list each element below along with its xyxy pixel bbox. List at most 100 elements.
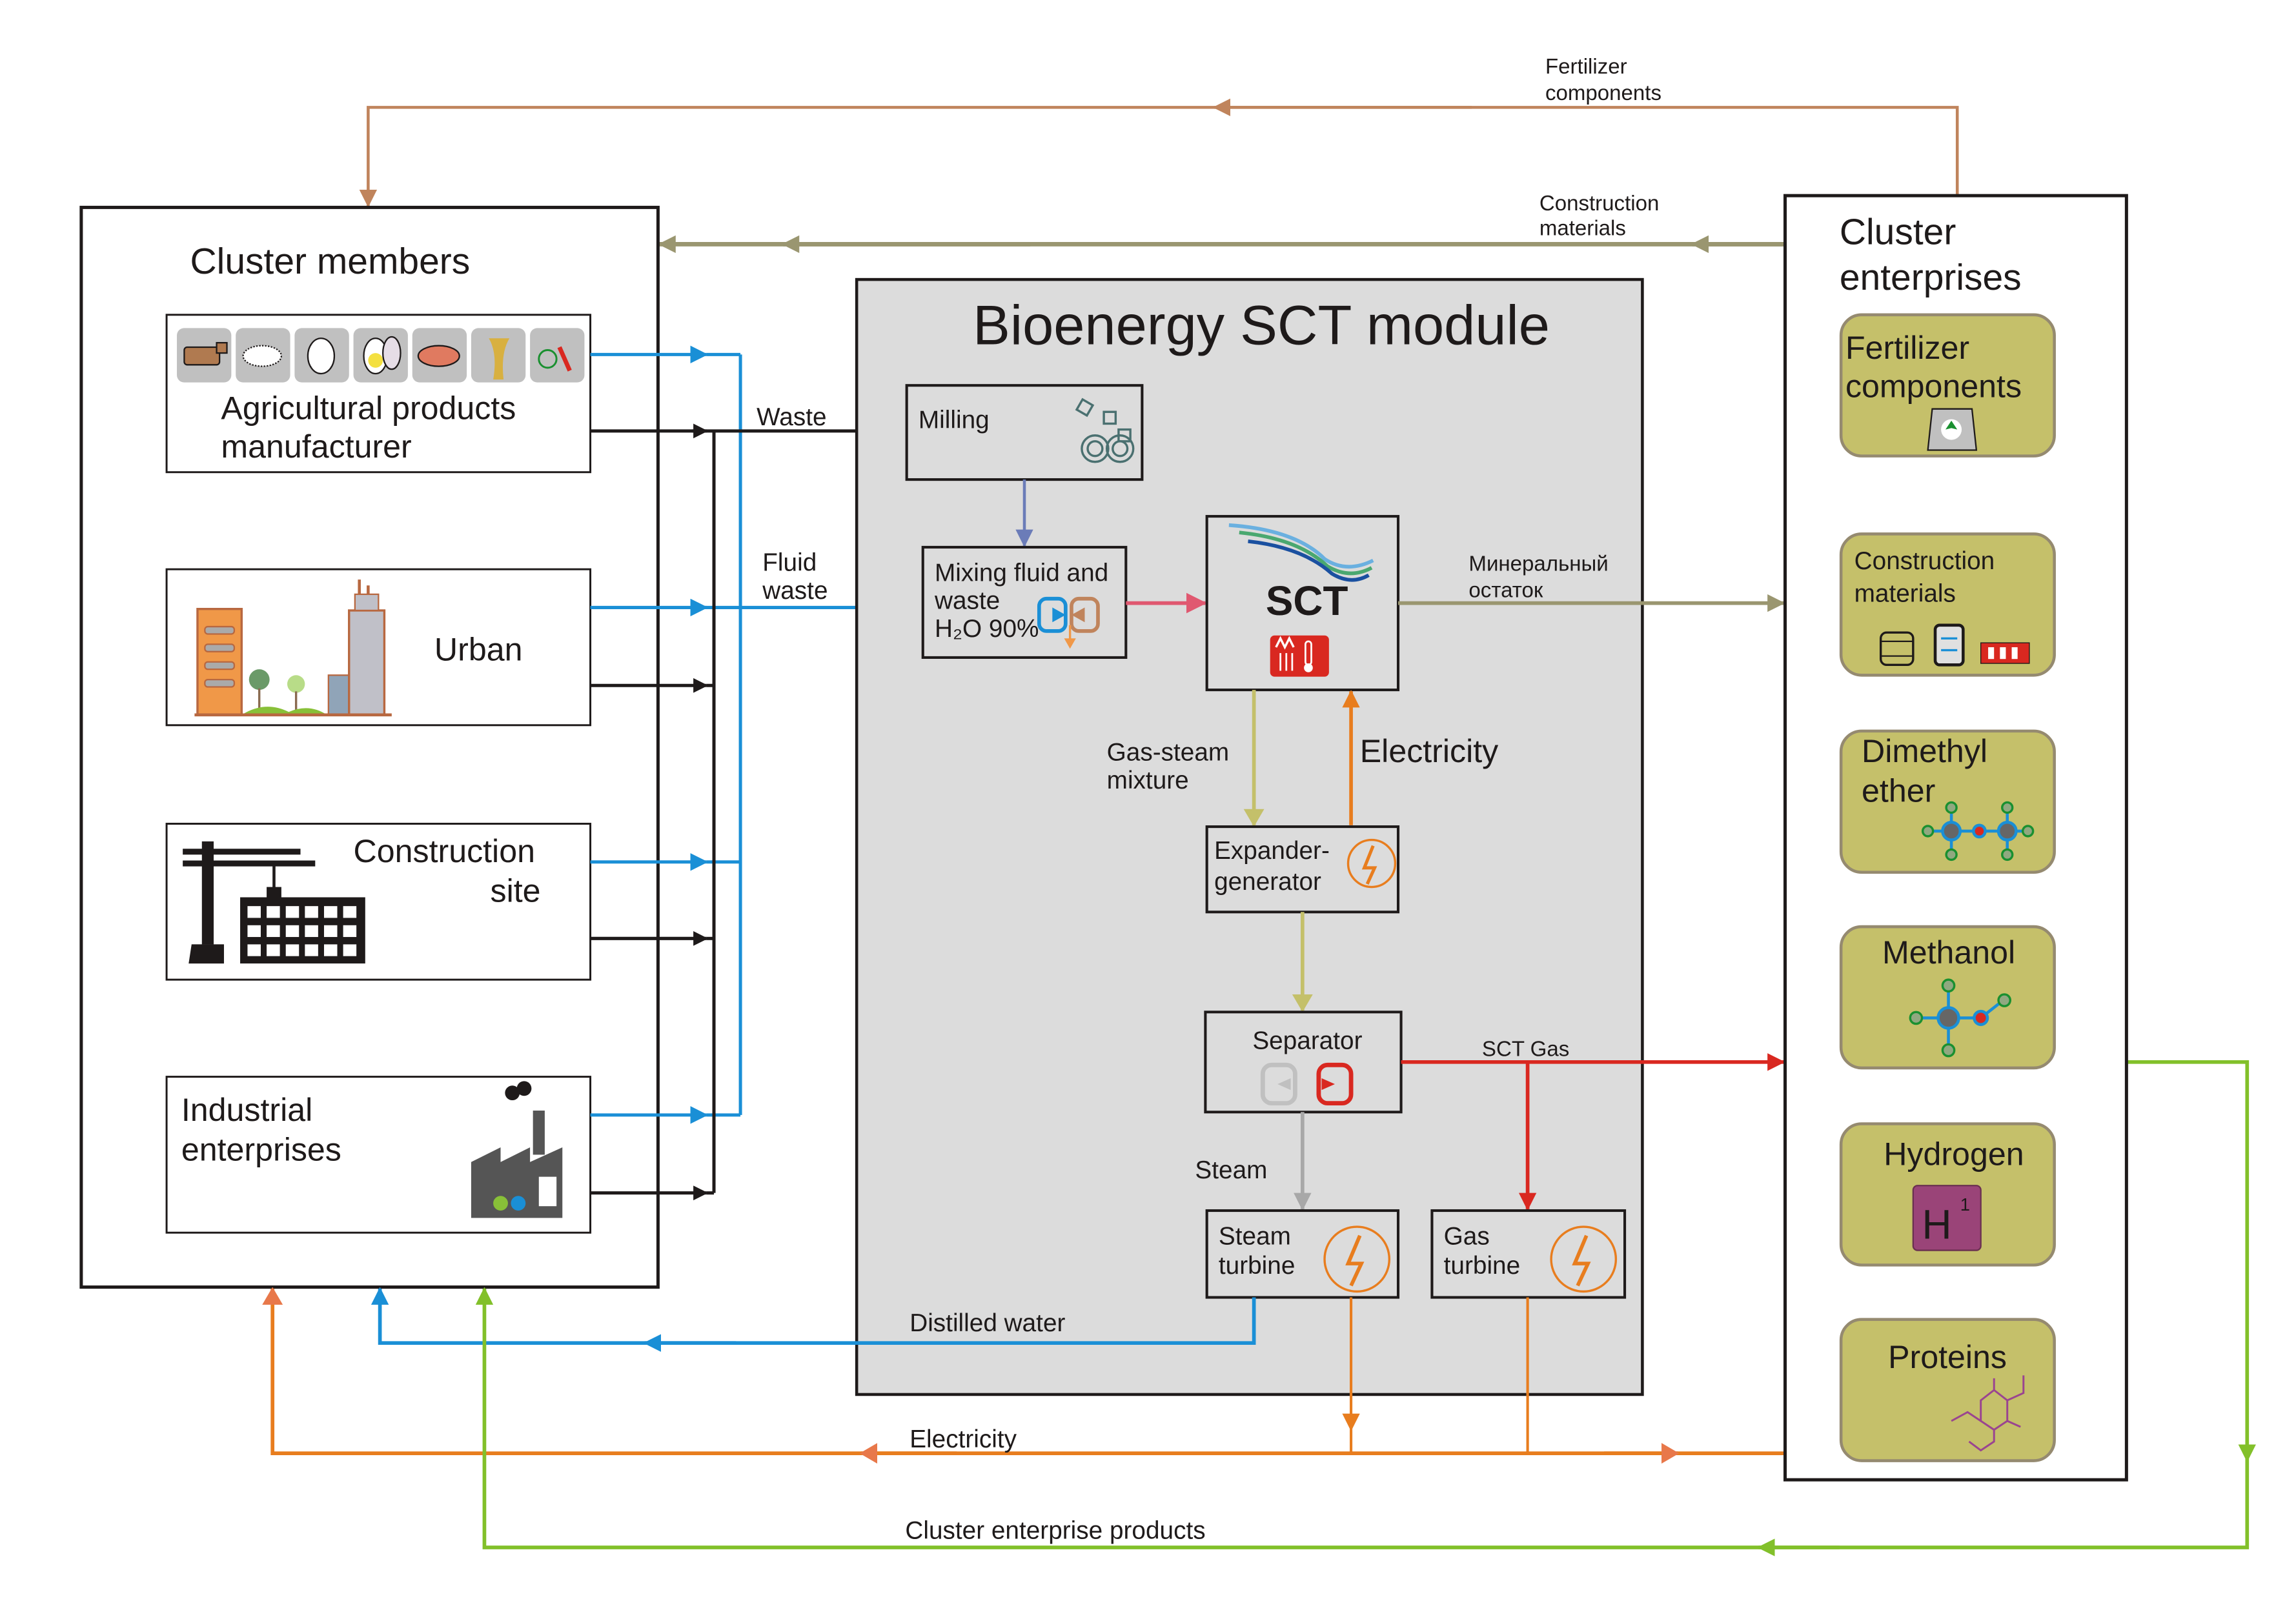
member-agricultural[interactable]: Agricultural products manufacturer — [165, 314, 592, 474]
waste-flow-label: Waste — [757, 403, 826, 431]
hydrogen-element-icon: H 1 — [1912, 1185, 1982, 1251]
module-title: Bioenergy SCT module — [973, 294, 1550, 356]
construction-materials-icon — [1879, 623, 2030, 667]
waste-collector — [590, 423, 906, 1201]
gas-steam-label-1: Gas-steam — [1107, 738, 1230, 766]
enterprise-proteins[interactable]: Proteins — [1839, 1318, 2056, 1462]
factory-icon — [471, 1081, 563, 1218]
steam-flow: Steam — [1195, 1112, 1312, 1211]
fertilizer-label-2: components — [1845, 368, 2022, 404]
steam-label: Steam — [1195, 1156, 1267, 1184]
gas-steam-label-2: mixture — [1107, 767, 1189, 794]
industrial-label-2: enterprises — [181, 1132, 341, 1168]
construction-materials-flow: Construction materials — [658, 192, 1785, 254]
urban-label: Urban — [434, 631, 523, 667]
cluster-members-panel: Cluster members Agricultural products ma… — [79, 205, 660, 1289]
protein-structure-icon — [1951, 1375, 2025, 1452]
lightning-icon — [1550, 1225, 1618, 1293]
steam-turbine-label-2: turbine — [1219, 1252, 1295, 1280]
fertilizer-bag-icon — [1927, 408, 1978, 451]
enterprise-hydrogen[interactable]: Hydrogen H 1 — [1839, 1122, 2056, 1267]
dimethyl-ether-label-2: ether — [1862, 772, 1935, 809]
fertilizer-components-flow: Fertilizer components — [359, 55, 1959, 208]
hydrogen-symbol: H — [1922, 1201, 1952, 1247]
sct-label: SCT — [1266, 578, 1348, 624]
electricity-bottom-label: Electricity — [909, 1425, 1017, 1453]
cluster-enterprises-title-1: Cluster — [1840, 211, 1956, 252]
expander-label-1: Expander- — [1214, 837, 1330, 865]
enterprise-construction-materials[interactable]: Construction materials — [1839, 532, 2056, 677]
separator-unit[interactable]: Separator — [1204, 1011, 1403, 1114]
dimethyl-ether-label-1: Dimethyl — [1862, 733, 1987, 769]
mixing-unit[interactable]: Mixing fluid and waste H₂O 90% — [921, 545, 1128, 659]
bioenergy-sct-module: Bioenergy SCT module Milling Mixing flui… — [855, 277, 1785, 1396]
gas-turbine-label-1: Gas — [1444, 1222, 1490, 1250]
mixing-label-1: Mixing fluid and — [935, 559, 1108, 587]
industrial-label-1: Industrial — [181, 1092, 312, 1128]
distilled-water-flow: Distilled water — [371, 1287, 1256, 1352]
mineral-label-1: Минеральный — [1468, 552, 1608, 576]
expander-generator-unit[interactable]: Expander- generator — [1205, 825, 1400, 914]
construction-materials-label-1: Construction — [1854, 547, 1995, 575]
mineral-residue-flow: Минеральный остаток — [1398, 552, 1785, 612]
wheat-icon — [471, 328, 526, 383]
hydrogen-number: 1 — [1960, 1194, 1970, 1214]
distilled-water-label: Distilled water — [909, 1309, 1065, 1337]
cluster-products-label: Cluster enterprise products — [905, 1516, 1205, 1544]
chicken-icon — [294, 328, 349, 383]
dimethyl-ether-molecule-icon — [1921, 801, 2035, 861]
city-buildings-icon — [194, 579, 392, 717]
fluid-waste-label-2: waste — [762, 577, 828, 605]
agricultural-label-1: Agricultural products — [221, 390, 516, 427]
cluster-enterprises-title-2: enterprises — [1840, 257, 2022, 298]
member-industrial-enterprises[interactable]: Industrial enterprises — [165, 1076, 592, 1234]
proteins-label: Proteins — [1888, 1339, 2007, 1375]
electricity-to-sct-flow: Electricity — [1342, 690, 1498, 825]
fluid-waste-label-1: Fluid — [762, 549, 817, 576]
milling-label: Milling — [919, 406, 990, 434]
construction-materials-label-2: materials — [1854, 579, 1956, 607]
gas-steam-mixture-flow: Gas-steam mixture — [1107, 690, 1265, 827]
gas-turbine-label-2: turbine — [1444, 1252, 1520, 1280]
lightning-icon — [1323, 1225, 1391, 1293]
agricultural-label-2: manufacturer — [221, 428, 411, 465]
cow-icon — [177, 328, 232, 383]
member-construction-site[interactable]: Construction site — [165, 823, 592, 981]
heat-temperature-icon — [1270, 635, 1329, 677]
milling-unit[interactable]: Milling — [905, 384, 1144, 481]
sct-gas-label: SCT Gas — [1482, 1038, 1569, 1062]
methanol-label: Methanol — [1882, 934, 2015, 971]
egg-icon — [353, 328, 408, 383]
separator-icon — [1260, 1062, 1354, 1106]
electricity-inner-label: Electricity — [1360, 733, 1498, 769]
sct-reactor-unit[interactable]: SCT — [1205, 515, 1400, 692]
steam-turbine-unit[interactable]: Steam turbine — [1205, 1209, 1400, 1299]
fertilizer-flow-label-2: components — [1545, 81, 1661, 105]
construction-flow-label-2: materials — [1539, 217, 1626, 241]
construction-flow-label-1: Construction — [1539, 192, 1660, 216]
construction-site-label-2: site — [491, 872, 541, 909]
gears-icon — [1075, 398, 1135, 463]
methanol-molecule-icon — [1909, 978, 2011, 1058]
fertilizer-flow-label-1: Fertilizer — [1545, 55, 1627, 79]
lightning-icon — [1346, 838, 1397, 889]
expander-label-2: generator — [1214, 868, 1321, 896]
enterprise-methanol[interactable]: Methanol — [1839, 925, 2056, 1070]
enterprise-fertilizer-components[interactable]: Fertilizer components — [1839, 313, 2056, 458]
agricultural-icons — [177, 328, 585, 383]
hydrogen-label: Hydrogen — [1884, 1136, 2024, 1172]
electricity-output-flow: Electricity — [262, 1287, 1785, 1464]
enterprise-dimethyl-ether[interactable]: Dimethyl ether — [1839, 729, 2056, 874]
mixing-label-2: waste — [934, 587, 1000, 615]
cluster-enterprises-panel: Cluster enterprises Fertilizer component… — [1783, 194, 2128, 1482]
cluster-members-title: Cluster members — [190, 241, 471, 282]
mixing-icon — [1037, 596, 1100, 649]
member-urban[interactable]: Urban — [165, 568, 592, 727]
pig-icon — [412, 328, 467, 383]
cluster-products-flow: Cluster enterprise products — [475, 1060, 2256, 1556]
sct-waves-icon — [1228, 523, 1374, 582]
vegetables-icon — [530, 328, 585, 383]
steam-turbine-label-1: Steam — [1219, 1222, 1291, 1250]
construction-site-label-1: Construction — [354, 833, 535, 869]
